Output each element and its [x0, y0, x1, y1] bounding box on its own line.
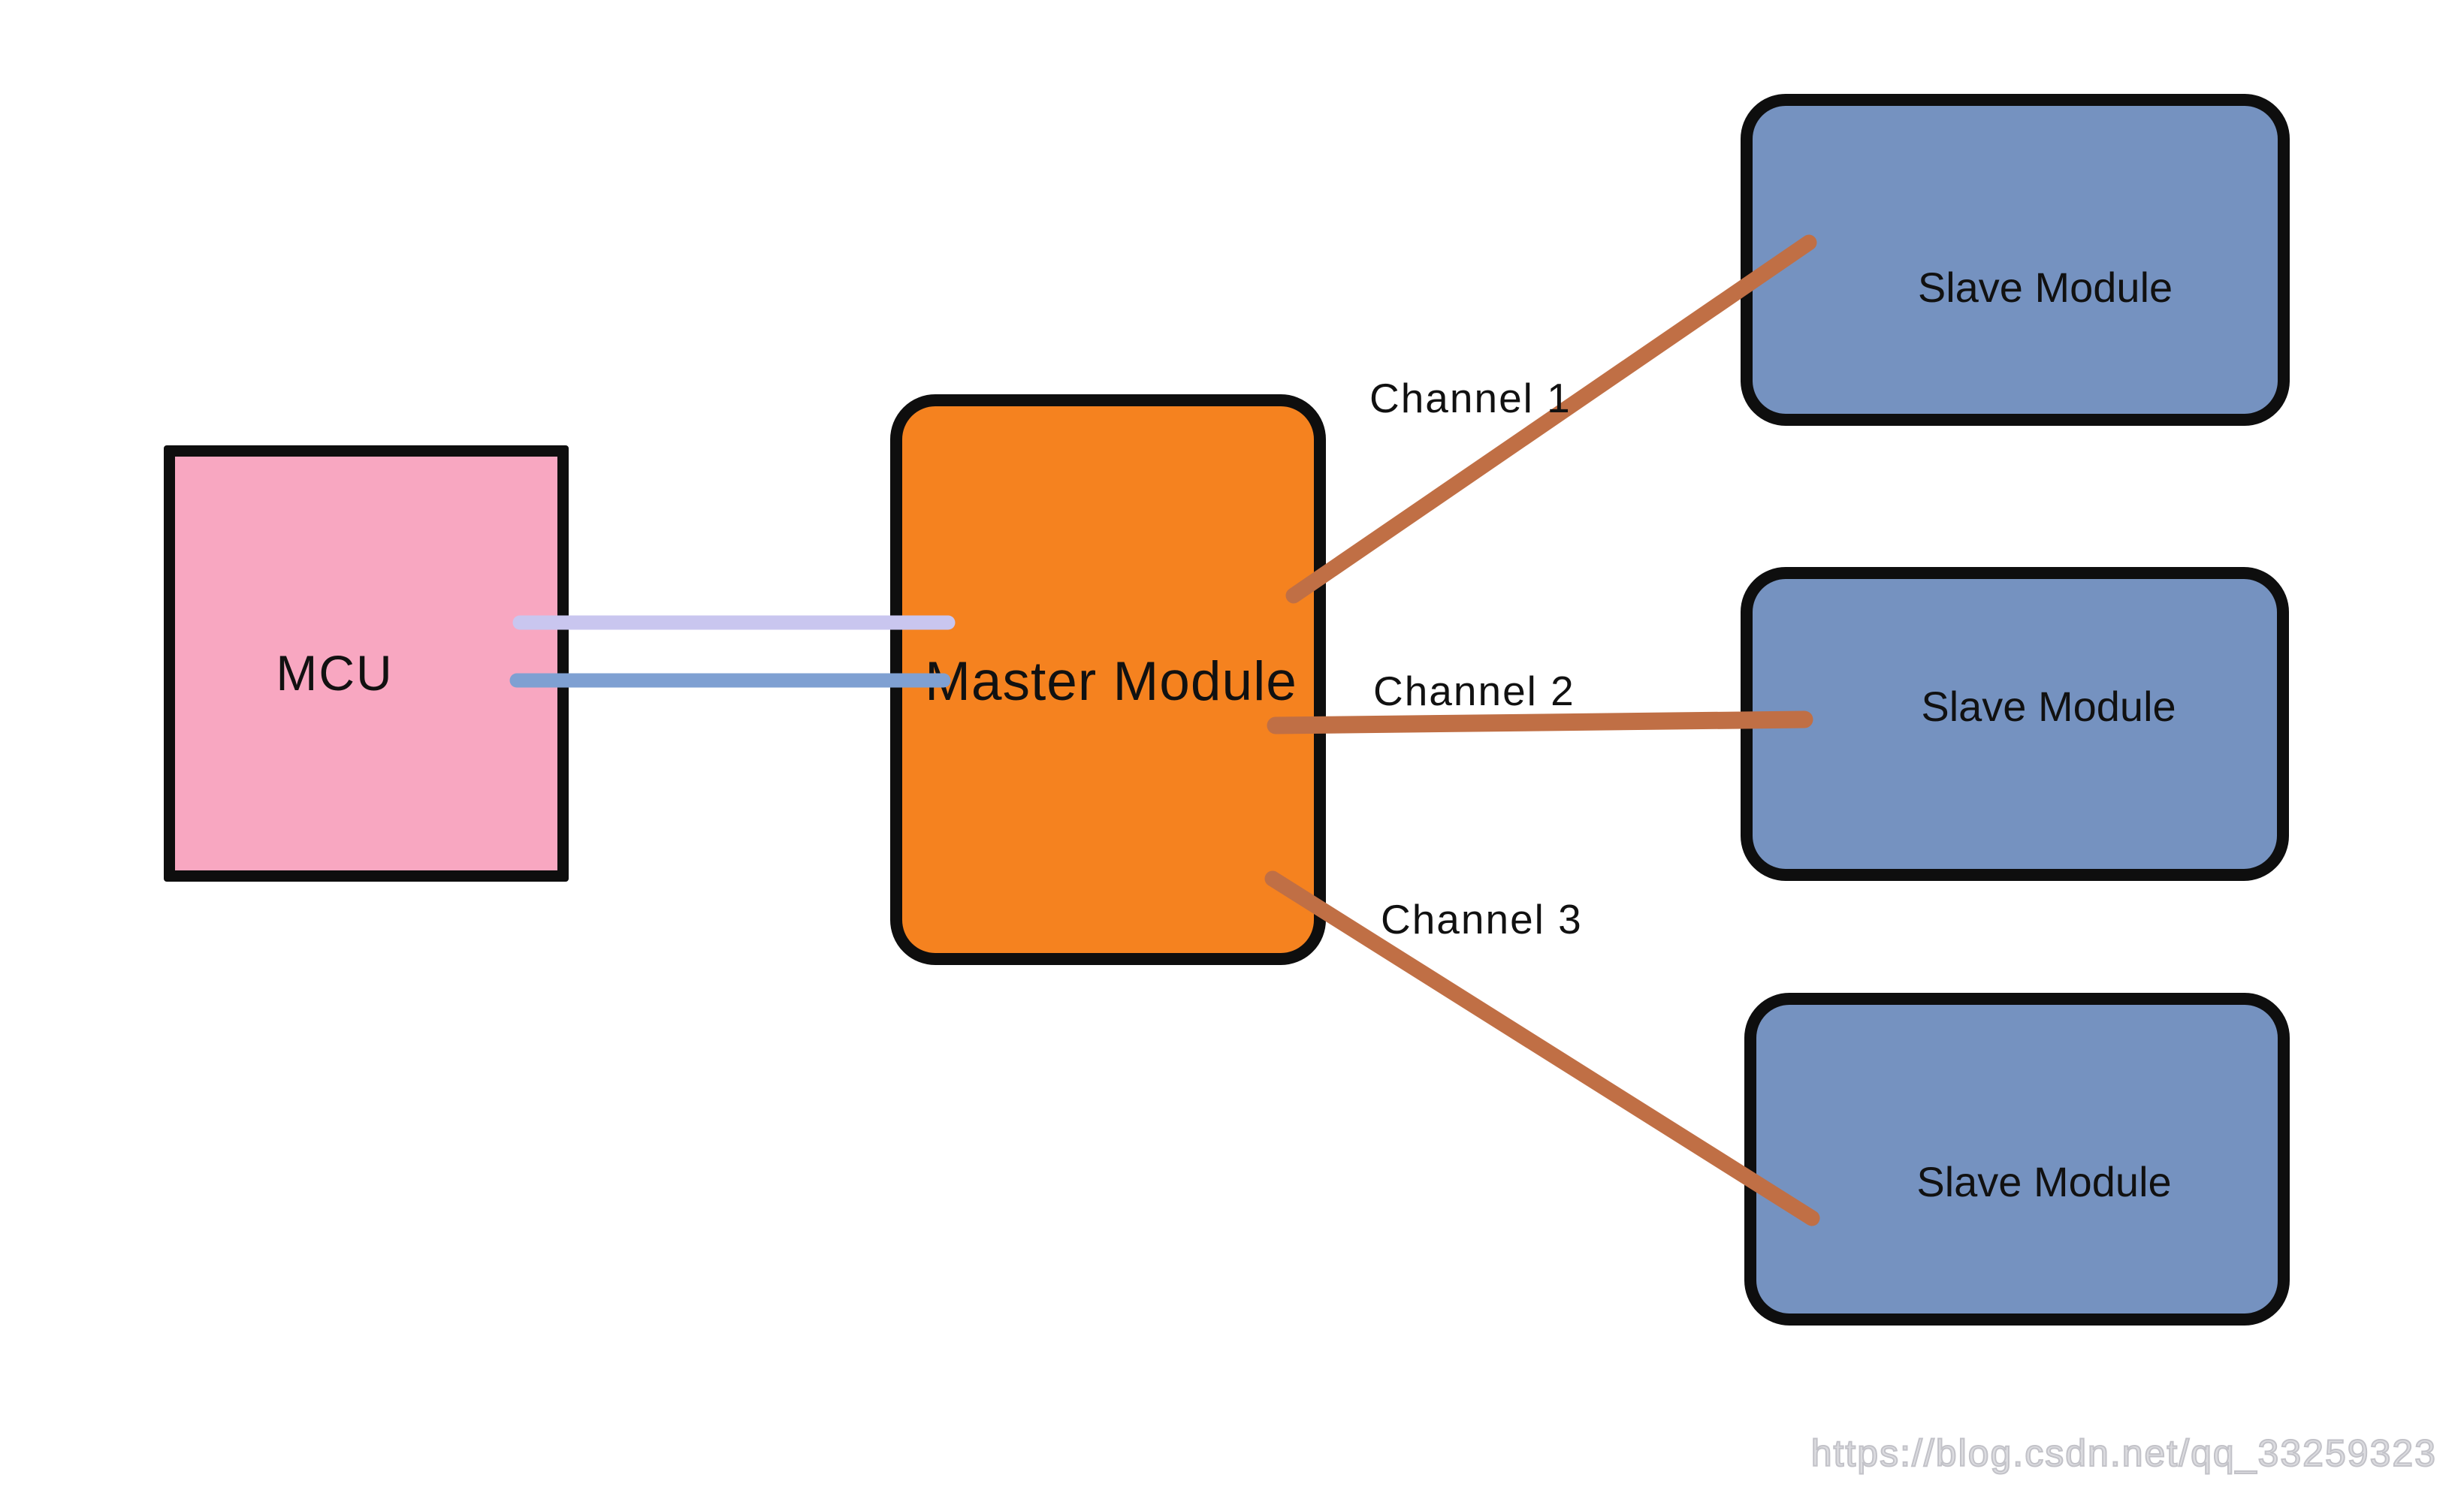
slave-module-node-1: Slave Module [1741, 94, 2290, 426]
mcu-label: MCU [276, 644, 394, 701]
watermark: https://blog.csdn.net/qq_33259323 [1810, 1431, 2437, 1475]
channel-3-label: Channel 3 [1381, 896, 1583, 943]
slave-module-2-label: Slave Module [1921, 682, 2176, 730]
channel-1-label: Channel 1 [1369, 375, 1572, 421]
master-module-node: Master Module [890, 394, 1326, 965]
slave-module-node-2: Slave Module [1741, 567, 2289, 881]
mcu-node: MCU [164, 445, 569, 882]
slave-module-1-label: Slave Module [1917, 263, 2173, 311]
master-module-label: Master Module [925, 650, 1297, 712]
channel-2-line [1267, 710, 1813, 734]
channel-2-label: Channel 2 [1373, 668, 1575, 714]
slave-module-node-3: Slave Module [1744, 993, 2290, 1326]
slave-module-3-label: Slave Module [1916, 1158, 2172, 1205]
